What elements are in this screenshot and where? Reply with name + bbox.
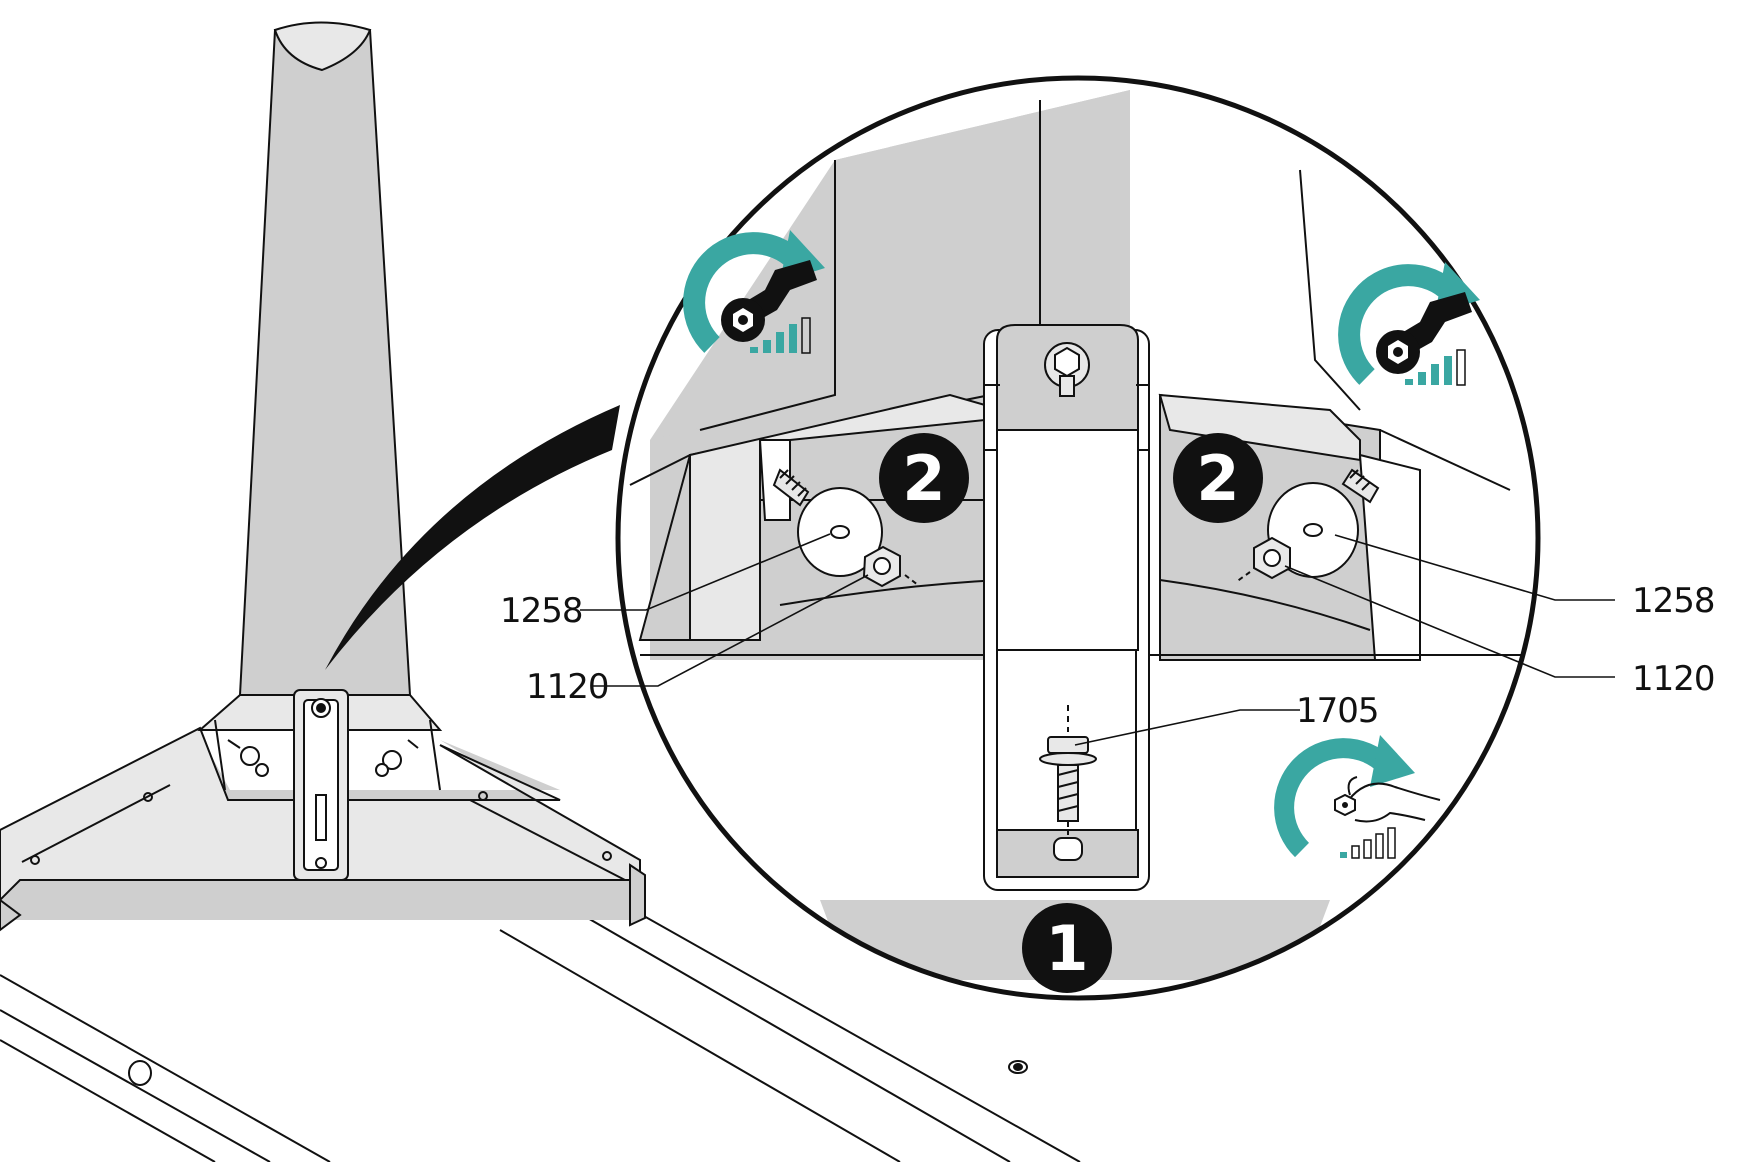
top-nut-icon bbox=[1044, 342, 1090, 397]
wrench-tighten-icon bbox=[683, 230, 825, 354]
wrench-tighten-icon bbox=[1338, 262, 1480, 386]
label-1258-right: 1258 bbox=[1632, 581, 1715, 621]
part-labels: 1258 1120 1258 1120 1705 bbox=[500, 581, 1716, 731]
step-badge-2-right: 2 bbox=[1173, 433, 1263, 523]
label-1258-left: 1258 bbox=[500, 591, 583, 631]
right-fastener bbox=[1235, 468, 1380, 583]
column bbox=[197, 21, 443, 791]
zoom-detail bbox=[615, 75, 1541, 1001]
label-1120-right: 1120 bbox=[1632, 659, 1715, 699]
step-badge-1: 1 bbox=[1022, 903, 1112, 993]
callout-pointer bbox=[325, 405, 620, 670]
step-badge-2-left: 2 bbox=[879, 433, 969, 523]
leader-lines bbox=[580, 533, 1615, 746]
svg-text:2: 2 bbox=[902, 442, 945, 515]
label-1705: 1705 bbox=[1296, 691, 1379, 731]
column-bracket bbox=[227, 689, 419, 881]
hand-tighten-icon bbox=[1274, 735, 1441, 859]
bolt-1705-icon bbox=[1039, 705, 1097, 861]
label-1120-left: 1120 bbox=[526, 667, 609, 707]
svg-text:1: 1 bbox=[1045, 912, 1088, 985]
overview-drawing bbox=[0, 21, 1081, 1163]
svg-text:2: 2 bbox=[1196, 442, 1239, 515]
left-fastener bbox=[772, 468, 919, 588]
